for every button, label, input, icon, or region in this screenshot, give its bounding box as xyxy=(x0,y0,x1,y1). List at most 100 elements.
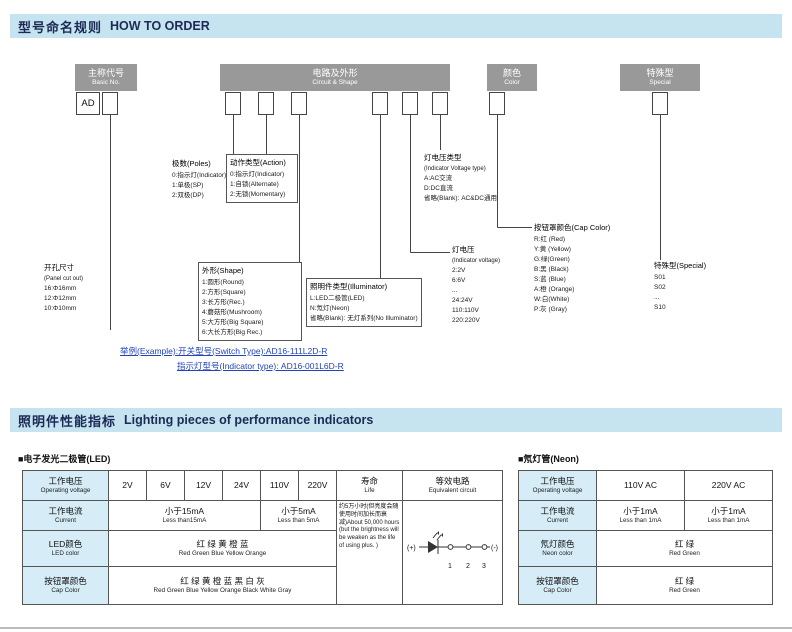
example-indicator-type-link[interactable]: 指示灯型号(Indicator type): AD16-001L6D-R xyxy=(177,361,344,371)
legend-illuminator: 照明件类型(Illuminator) L:LED二极管(LED) N:氖灯(Ne… xyxy=(306,278,422,327)
neon-section-label: ■氖灯管(Neon) xyxy=(518,454,579,464)
svg-text:2: 2 xyxy=(466,563,470,570)
legend-item: 省略(Blank): AC&DC通用 xyxy=(424,195,497,203)
code-box-ad: AD xyxy=(76,92,100,115)
led-voltage-cell: 220V xyxy=(298,470,337,501)
legend-voltage-title-en: (Indicator voltage) xyxy=(452,257,501,264)
legend-panel-cutout-title-zh: 开孔尺寸 xyxy=(44,263,74,272)
legend-special-title: 特殊型(Special) xyxy=(654,261,707,270)
legend-cap-color: 按钮罩颜色(Cap Color) R:红 (Red) Y:黄 (Yellow) … xyxy=(534,222,644,315)
page-bottom-rule xyxy=(0,627,792,629)
legend-voltage-type-title-en: (Indicator Voltage type) xyxy=(424,165,486,172)
legend-item: N:氖灯(Neon) xyxy=(310,304,350,312)
legend-item: 1:圆形(Round) xyxy=(202,278,244,286)
special-header: 特殊型 Special xyxy=(620,64,700,91)
neon-voltage-cell: 220V AC xyxy=(684,470,773,501)
color-label-zh: 颜色 xyxy=(502,68,521,79)
legend-illuminator-title: 照明件类型(Illuminator) xyxy=(310,282,388,291)
section-header-performance: 照明件性能指标 Lighting pieces of performance i… xyxy=(10,408,782,432)
legend-shape-title: 外形(Shape) xyxy=(202,266,244,275)
legend-item: 10:Φ10mm xyxy=(44,305,77,313)
legend-item: 2:无锁(Momentary) xyxy=(230,190,286,198)
legend-item: 5:大方形(Big Square) xyxy=(202,318,264,326)
special-label-zh: 特殊型 xyxy=(646,68,674,79)
example-switch-type-link[interactable]: 举例(Example):开关型号(Switch Type):AD16-111L2… xyxy=(120,346,328,356)
code-box-voltage xyxy=(402,92,418,115)
color-header: 颜色 Color xyxy=(487,64,537,91)
basic-no-header: 主称代号 Basic No. xyxy=(75,64,137,91)
led-voltage-cell: 12V xyxy=(184,470,223,501)
code-box-panel-size xyxy=(102,92,118,115)
legend-item: 1:单极(SP) xyxy=(172,181,204,189)
legend-item: L:LED二极管(LED) xyxy=(310,294,365,302)
code-box-illuminator xyxy=(372,92,388,115)
legend-item: D:DC直流 xyxy=(424,184,453,192)
legend-item: 220:220V xyxy=(452,317,480,325)
legend-item: 12:Φ12mm xyxy=(44,294,77,302)
legend-item: 2:2V xyxy=(452,266,466,274)
legend-item: 110:110V xyxy=(452,307,479,315)
legend-item: 24:24V xyxy=(452,297,473,305)
legend-item: 4:蘑菇形(Mushroom) xyxy=(202,308,262,316)
section1-title-zh: 型号命名规则 xyxy=(18,19,103,35)
code-box-action xyxy=(258,92,274,115)
legend-action-title: 动作类型(Action) xyxy=(230,158,286,167)
legend-action: 动作类型(Action) 0:指示灯(Indicator) 1:自锁(Alter… xyxy=(226,154,298,203)
circuit-shape-header: 电路及外形 Circuit & Shape xyxy=(220,64,450,91)
legend-item: G:绿(Green) xyxy=(534,255,570,263)
equivalent-circuit-drawing: (+) (-) 1 2 3 xyxy=(407,531,498,570)
code-box-poles xyxy=(225,92,241,115)
code-box-color xyxy=(489,92,505,115)
legend-voltage-type: 灯电压类型 (Indicator Voltage type) A:AC交流 D:… xyxy=(424,152,516,204)
basic-no-label-en: Basic No. xyxy=(92,79,120,86)
legend-item: 1:自锁(Alternate) xyxy=(230,180,279,188)
led-life-value: 约5万小时(但亮度会随使用时间加长而衰减)About 50,000 hours … xyxy=(336,500,403,605)
code-box-special xyxy=(652,92,668,115)
legend-item: ... xyxy=(452,287,458,295)
legend-poles: 极数(Poles) 0:指示灯(Indicator) 1:单极(SP) 2:双极… xyxy=(172,158,234,201)
legend-special: 特殊型(Special) S01 S02 ... S10 xyxy=(654,260,724,313)
legend-item: W:白(White) xyxy=(534,296,570,303)
led-voltage-cell: 6V xyxy=(146,470,185,501)
color-label-en: Color xyxy=(504,79,520,86)
legend-item: 6:大长方形(Big Rec.) xyxy=(202,328,263,336)
legend-item: 2:双极(DP) xyxy=(172,191,204,199)
legend-item: 省略(Blank): 无灯系列(No Illuminator) xyxy=(310,314,418,322)
svg-text:3: 3 xyxy=(482,563,486,570)
legend-poles-title: 极数(Poles) xyxy=(172,159,211,168)
legend-item: 0:指示灯(Indicator) xyxy=(230,170,285,178)
code-ad-text: AD xyxy=(81,98,95,109)
legend-voltage-type-title-zh: 灯电压类型 xyxy=(424,153,462,162)
legend-item: A:橙 (Orange) xyxy=(534,285,575,293)
legend-voltage: 灯电压 (Indicator voltage) 2:2V 6:6V ... 24… xyxy=(452,244,524,326)
legend-item: S:蓝 (Blue) xyxy=(534,275,566,283)
section2-title-zh: 照明件性能指标 xyxy=(18,413,117,429)
svg-text:1: 1 xyxy=(448,563,452,570)
led-voltage-cell: 110V xyxy=(260,470,299,501)
legend-item: 3:长方形(Rec.) xyxy=(202,298,245,306)
special-label-en: Special xyxy=(649,79,671,86)
section1-title-en: HOW TO ORDER xyxy=(110,19,210,33)
legend-item: 0:指示灯(Indicator) xyxy=(172,171,227,179)
circuit-shape-label-zh: 电路及外形 xyxy=(312,68,358,79)
legend-voltage-title-zh: 灯电压 xyxy=(452,245,475,254)
legend-item: 2:方形(Square) xyxy=(202,288,246,296)
neon-voltage-cell: 110V AC xyxy=(596,470,685,501)
svg-text:(-): (-) xyxy=(491,545,498,552)
